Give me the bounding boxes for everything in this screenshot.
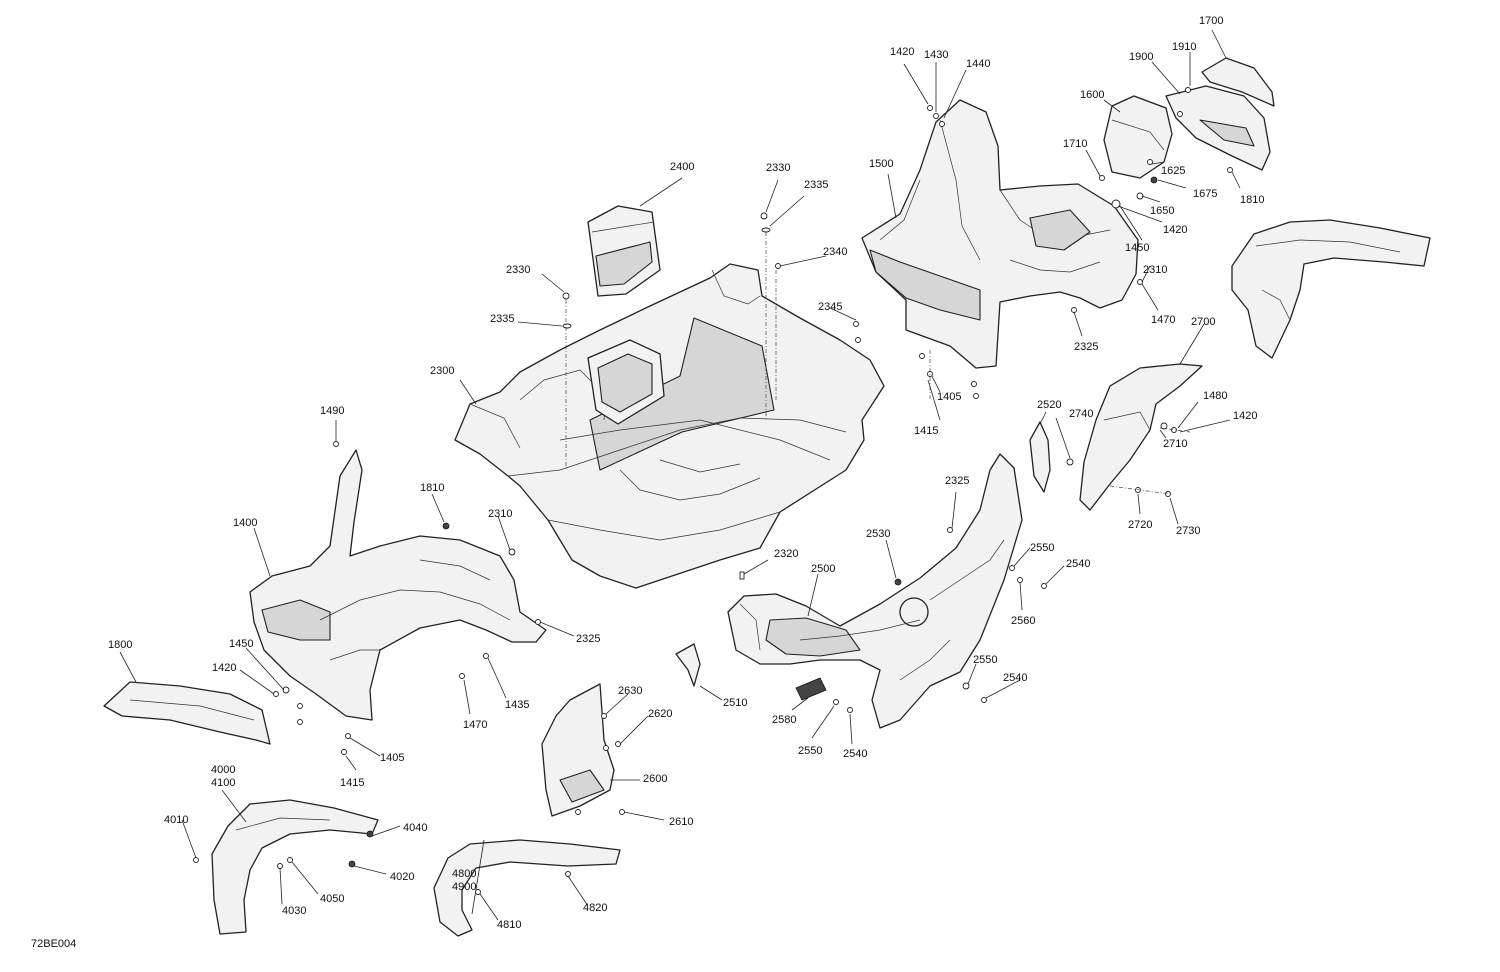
callout-2610: 2610 (669, 816, 693, 828)
callout-1480: 1480 (1203, 390, 1227, 402)
part-2510-clip-panel (675, 643, 701, 687)
callout-2720: 2720 (1128, 519, 1152, 531)
callout-1600: 1600 (1080, 89, 1104, 101)
callout-2550: 2550 (1030, 542, 1054, 554)
callout-2600: 2600 (643, 773, 667, 785)
part-4000-left-lower-fender (211, 799, 379, 935)
callout-1450: 1450 (229, 638, 253, 650)
callout-1470: 1470 (1151, 314, 1175, 326)
callout-2330: 2330 (766, 162, 790, 174)
callout-4040: 4040 (403, 822, 427, 834)
callout-4100: 4100 (211, 777, 235, 789)
callout-1810: 1810 (1240, 194, 1264, 206)
callout-1405: 1405 (937, 391, 961, 403)
part-2600-splash-guard (541, 683, 615, 817)
callout-2540: 2540 (1003, 672, 1027, 684)
callout-2330: 2330 (506, 264, 530, 276)
callout-1700: 1700 (1199, 15, 1223, 27)
callout-1450: 1450 (1125, 242, 1149, 254)
part-1800-lower-trim (103, 681, 271, 745)
callout-1420: 1420 (212, 662, 236, 674)
callout-1810: 1810 (420, 482, 444, 494)
callout-2620: 2620 (648, 708, 672, 720)
callout-4030: 4030 (282, 905, 306, 917)
callout-2550: 2550 (798, 745, 822, 757)
callout-1800: 1800 (108, 639, 132, 651)
callout-2550: 2550 (973, 654, 997, 666)
callout-2340: 2340 (823, 246, 847, 258)
fasteners (193, 87, 1233, 895)
part-1600-front-duct (1103, 95, 1173, 179)
callout-2335: 2335 (804, 179, 828, 191)
part-1900-front-cover (1165, 85, 1271, 171)
callout-2400: 2400 (670, 161, 694, 173)
callout-2325: 2325 (576, 633, 600, 645)
callout-1420: 1420 (1233, 410, 1257, 422)
callout-1625: 1625 (1161, 165, 1185, 177)
callout-2520: 2520 (1037, 399, 1061, 411)
callout-2345: 2345 (818, 301, 842, 313)
callout-4050: 4050 (320, 893, 344, 905)
callout-1440: 1440 (966, 58, 990, 70)
callout-4000: 4000 (211, 764, 235, 776)
callout-4020: 4020 (390, 871, 414, 883)
callout-1910: 1910 (1172, 41, 1196, 53)
callout-2540: 2540 (843, 748, 867, 760)
callout-1415: 1415 (914, 425, 938, 437)
part-1500-front-fascia (861, 99, 1139, 369)
callout-2310: 2310 (1143, 264, 1167, 276)
part-2500-front-bumper (727, 453, 1023, 729)
callout-1430: 1430 (924, 49, 948, 61)
callout-2560: 2560 (1011, 615, 1035, 627)
callout-2300: 2300 (430, 365, 454, 377)
callout-1470: 1470 (463, 719, 487, 731)
callout-2335: 2335 (490, 313, 514, 325)
callout-2510: 2510 (723, 697, 747, 709)
callout-2730: 2730 (1176, 525, 1200, 537)
callout-4810: 4810 (497, 919, 521, 931)
callout-2710: 2710 (1163, 438, 1187, 450)
callout-1415: 1415 (340, 777, 364, 789)
part-2400-lid (587, 205, 661, 297)
callout-1420: 1420 (890, 46, 914, 58)
callout-2530: 2530 (866, 528, 890, 540)
callout-2325: 2325 (1074, 341, 1098, 353)
callout-2320: 2320 (774, 548, 798, 560)
callout-2325: 2325 (945, 475, 969, 487)
callout-4010: 4010 (164, 814, 188, 826)
callout-2500: 2500 (811, 563, 835, 575)
callout-4800: 4800 (452, 868, 476, 880)
part-1400-left-panel (249, 449, 547, 721)
callout-1650: 1650 (1150, 205, 1174, 217)
callout-2630: 2630 (618, 685, 642, 697)
callout-1710: 1710 (1063, 138, 1087, 150)
callout-1420: 1420 (1163, 224, 1187, 236)
callout-2700: 2700 (1191, 316, 1215, 328)
assembly-axes (565, 232, 1191, 495)
part-right-fender (1231, 219, 1431, 359)
callout-1490: 1490 (320, 405, 344, 417)
callout-2540: 2540 (1066, 558, 1090, 570)
part-1700-front-top-trim (1201, 57, 1275, 107)
callout-1435: 1435 (505, 699, 529, 711)
callout-1675: 1675 (1193, 188, 1217, 200)
callout-2310: 2310 (488, 508, 512, 520)
callout-1500: 1500 (869, 158, 893, 170)
part-2300-cargo-box (454, 263, 885, 589)
diagram-reference-code: 72BE004 (31, 938, 76, 950)
callout-1900: 1900 (1129, 51, 1153, 63)
callout-4820: 4820 (583, 902, 607, 914)
callout-1400: 1400 (233, 517, 257, 529)
callout-1405: 1405 (380, 752, 404, 764)
callout-2740: 2740 (1069, 408, 1093, 420)
callout-labels: 1420 1430 1440 1700 1900 1910 1600 1710 … (108, 15, 1264, 931)
part-2700-inner-panel (1079, 363, 1203, 511)
callout-2580: 2580 (772, 714, 796, 726)
part-2520-side-insert (1029, 421, 1051, 493)
part-2580-badge (795, 677, 827, 701)
callout-4900: 4900 (452, 881, 476, 893)
leader-lines (119, 29, 1241, 921)
